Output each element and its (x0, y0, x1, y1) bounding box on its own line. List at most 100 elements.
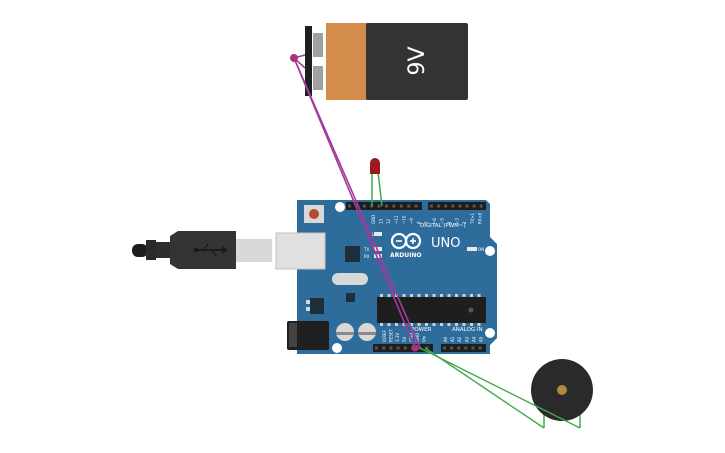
pin-label: IOREF (382, 329, 387, 342)
header-hole[interactable] (437, 204, 441, 208)
battery-body (366, 23, 468, 100)
led-leg-anode (377, 171, 383, 207)
header-hole[interactable] (382, 346, 386, 350)
analog-header[interactable] (441, 344, 486, 352)
header-hole[interactable] (479, 204, 483, 208)
header-hole[interactable] (471, 346, 475, 350)
usb-cable-end (132, 244, 148, 257)
header-hole[interactable] (443, 346, 446, 350)
header-hole[interactable] (414, 204, 418, 208)
pin-label: TX>1 (470, 212, 475, 225)
header-hole[interactable] (362, 204, 366, 208)
chip-pin (410, 294, 413, 297)
pin-label: 12 (386, 218, 391, 224)
header-hole[interactable] (457, 346, 461, 350)
pin-label: GND (371, 215, 376, 224)
mount-hole (332, 343, 342, 353)
chip-pin (402, 323, 406, 326)
wire-joint[interactable] (411, 344, 419, 352)
header-hole[interactable] (377, 204, 381, 208)
header-hole[interactable] (389, 346, 393, 350)
digital-header-right[interactable] (428, 202, 486, 210)
header-hole[interactable] (396, 346, 400, 350)
wire-joint[interactable] (290, 54, 298, 62)
header-hole[interactable] (348, 204, 351, 208)
header-hole[interactable] (375, 346, 378, 350)
chip-pin (425, 323, 428, 326)
chip-pin (462, 323, 466, 326)
chip-pin (395, 323, 398, 326)
pin-label: ~10 (401, 215, 406, 224)
chip-pin (440, 323, 443, 326)
chip-pin (470, 323, 473, 326)
piezo-buzzer[interactable] (531, 359, 593, 428)
header-hole[interactable] (385, 204, 388, 208)
chip-pin (432, 294, 436, 297)
usb-cable[interactable] (132, 231, 272, 269)
crystal (332, 273, 368, 285)
chip-pin (447, 323, 451, 326)
power-jack-inner (289, 323, 297, 347)
header-hole[interactable] (465, 204, 469, 208)
regulator-pin (306, 300, 310, 304)
usb-jack (275, 232, 326, 270)
wires[interactable] (290, 54, 581, 429)
board-model: UNO (431, 236, 460, 251)
chip-pin (477, 323, 481, 326)
header-hole[interactable] (458, 204, 462, 208)
pin-label: ~11 (394, 215, 399, 224)
l-led (374, 232, 382, 236)
rx-label: RX (364, 254, 370, 259)
digital-header-left[interactable] (346, 202, 422, 210)
wire-battery-negative[interactable] (293, 57, 421, 349)
pin-label: A5 (479, 336, 484, 342)
chip-pin (425, 294, 428, 297)
header-hole[interactable] (451, 204, 455, 208)
header-hole[interactable] (392, 204, 396, 208)
battery-label: 9V (405, 46, 430, 75)
chip-pin (380, 323, 383, 326)
header-hole[interactable] (450, 346, 454, 350)
header-hole[interactable] (472, 204, 476, 208)
l-label: L (372, 232, 375, 237)
header-hole[interactable] (355, 204, 359, 208)
battery-9v[interactable]: 9V (305, 23, 468, 100)
power-jack (287, 321, 329, 350)
chip-pin (455, 323, 458, 326)
header-hole[interactable] (399, 204, 403, 208)
header-hole[interactable] (425, 346, 429, 350)
wire-buzzer-1[interactable] (419, 347, 581, 429)
arduino-logo-icon (390, 232, 422, 250)
led-red[interactable] (370, 158, 383, 207)
pin-label: ~3 (455, 218, 460, 224)
mount-hole (485, 246, 495, 256)
chip-pin (432, 323, 436, 326)
header-hole[interactable] (444, 204, 448, 208)
power-header[interactable] (373, 344, 433, 352)
header-hole[interactable] (407, 204, 411, 208)
led-body (370, 158, 380, 174)
pin-label: RX<0 (477, 212, 482, 224)
tx-led (374, 247, 382, 251)
pin-label: Vin (422, 335, 427, 342)
header-hole[interactable] (478, 346, 482, 350)
header-hole[interactable] (430, 204, 433, 208)
chip-pin (417, 323, 421, 326)
pin-label: 7 (424, 221, 429, 224)
pin-label: A3 (464, 336, 469, 342)
analog-label: ANALOG IN (452, 327, 483, 333)
chip-pin (477, 294, 481, 297)
pin-label: ~6 (432, 218, 437, 224)
chip-pin (470, 294, 473, 297)
pin-label: A4 (471, 336, 476, 342)
on-led (467, 247, 477, 251)
header-hole[interactable] (464, 346, 468, 350)
rx-led (374, 254, 382, 258)
header-hole[interactable] (403, 346, 407, 350)
chip-pin (380, 294, 383, 297)
wire-buzzer-2[interactable] (424, 347, 545, 429)
pin-label: 4 (447, 221, 452, 224)
